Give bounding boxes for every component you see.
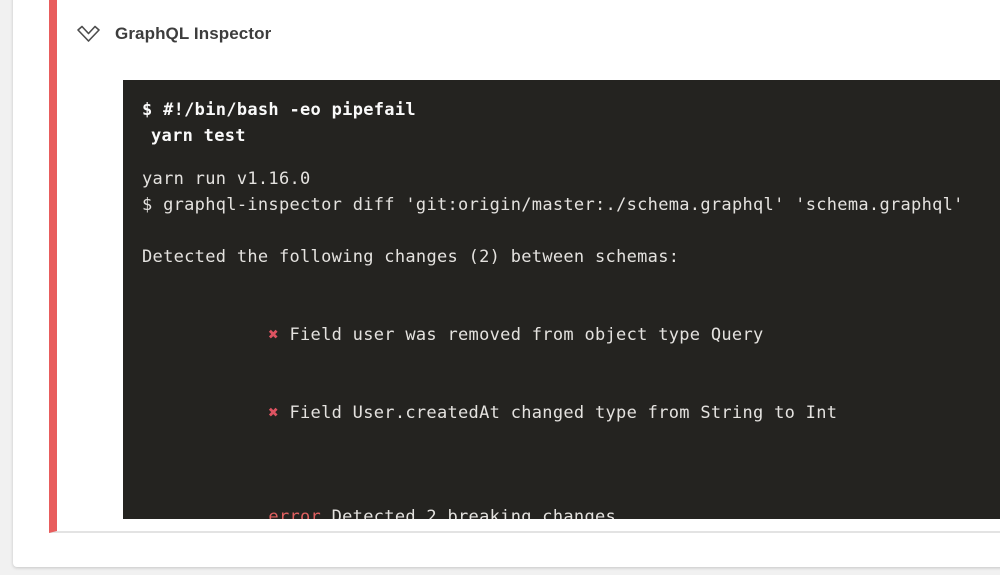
terminal-line-blank [142,270,1000,296]
terminal-line: $ graphql-inspector diff 'git:origin/mas… [142,195,964,215]
terminal-line-text: Field user was removed from object type … [289,325,764,345]
build-output-panel: GraphQL Inspector $ #!/bin/bash -eo pipe… [13,0,1000,567]
terminal-command-line: yarn test [151,126,246,146]
terminal-line-blank [142,452,1000,478]
terminal-command-line: $ #!/bin/bash -eo pipefail [142,100,416,120]
terminal-command-block: $ #!/bin/bash -eo pipefail yarn test [142,97,1000,149]
terminal-line: yarn run v1.16.0 [142,169,311,189]
error-label: error [268,507,322,519]
terminal-output: $ #!/bin/bash -eo pipefail yarn test yar… [123,80,1000,519]
terminal-line-text: Detected 2 breaking changes [331,507,617,519]
breaking-change-cross-icon: ✖ [268,325,279,345]
terminal-line: error Detected 2 breaking changes [142,478,1000,519]
terminal-line-text: Field User.createdAt changed type from S… [289,403,838,423]
chevron-down-icon[interactable] [75,22,102,45]
step-header[interactable]: GraphQL Inspector [57,0,1000,45]
terminal-line: Detected the following changes (2) betwe… [142,247,680,267]
step-card-graphql-inspector: GraphQL Inspector $ #!/bin/bash -eo pipe… [49,0,1000,533]
terminal-line: ✖ Field user was removed from object type… [142,296,1000,374]
terminal-output-block: yarn run v1.16.0 $ graphql-inspector dif… [142,166,1000,519]
step-title: GraphQL Inspector [115,23,272,43]
terminal-line-blank [142,218,1000,244]
terminal-line: ✖ Field User.createdAt changed type from … [142,374,1000,452]
breaking-change-cross-icon: ✖ [268,403,279,423]
